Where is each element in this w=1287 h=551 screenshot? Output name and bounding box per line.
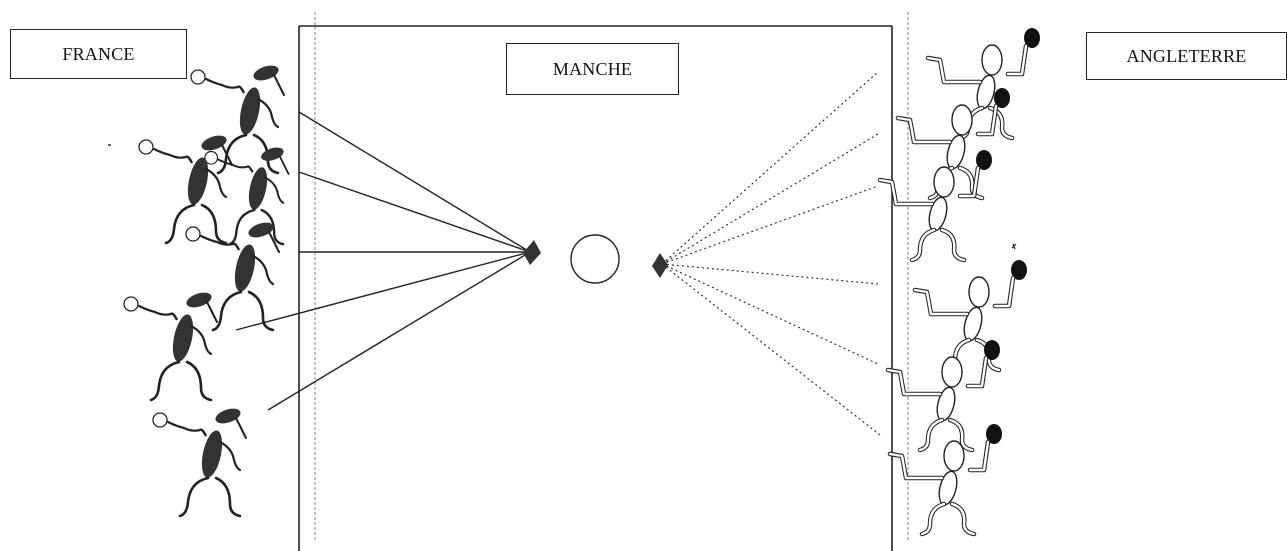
center-ball-icon — [570, 234, 620, 284]
france-converge-diamond-icon — [523, 240, 541, 265]
channel-frame — [298, 25, 893, 551]
england-player-icon — [915, 260, 1027, 370]
france-player-icon — [184, 218, 281, 332]
france-player-icon — [137, 131, 234, 245]
england-pull-lines — [661, 71, 881, 436]
france-player-icon — [151, 404, 248, 518]
france-pull-lines — [235, 111, 531, 411]
manche-label: MANCHE — [506, 43, 679, 95]
england-player-icon — [890, 424, 1002, 534]
france-team — [108, 61, 290, 518]
england-player-icon — [880, 150, 992, 260]
france-label-text: FRANCE — [62, 43, 135, 64]
england-converge-diamond-icon — [652, 253, 668, 278]
england-player-icon — [928, 28, 1040, 138]
france-player-icon — [203, 143, 290, 246]
angleterre-label-text: ANGLETERRE — [1126, 45, 1247, 66]
france-label: FRANCE — [10, 29, 187, 79]
england-player-icon — [888, 340, 1000, 450]
france-player-icon — [122, 288, 219, 402]
angleterre-label: ANGLETERRE — [1086, 32, 1287, 80]
england-team — [880, 28, 1040, 534]
manche-label-text: MANCHE — [552, 58, 633, 79]
